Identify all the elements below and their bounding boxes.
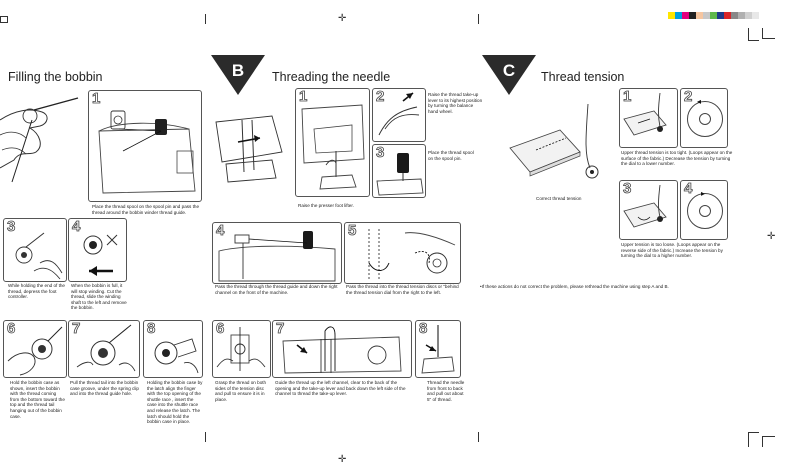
color-swatch [675, 12, 682, 19]
step-b5-caption: Pass the thread into the thread tension … [346, 284, 459, 295]
step-b7-caption: Guide the thread up the left channel, cl… [275, 380, 406, 397]
step-b1-panel: 1 [295, 88, 370, 197]
color-swatch [703, 12, 710, 19]
crosshair-icon: ✛ [338, 13, 347, 24]
step-c1-panel: 1 [619, 88, 678, 148]
step-b7-panel: 7 [272, 320, 412, 378]
step-b8-caption: Thread the needle from front to back and… [427, 380, 465, 402]
step-a4-panel: 4 [68, 218, 127, 282]
color-swatch [668, 12, 675, 19]
color-swatch [710, 12, 717, 19]
hand-illustration [0, 97, 79, 183]
step-a6-caption: Hold the bobbin case as shown, insert th… [10, 380, 65, 419]
step-a7-panel: 7 [68, 320, 140, 378]
crop-mark [478, 432, 479, 442]
color-calibration-bar [668, 12, 759, 20]
step-c4-panel: 4 ▸ [680, 180, 728, 240]
color-swatch [696, 12, 703, 19]
color-swatch [717, 12, 724, 19]
tension-dial-center [699, 113, 711, 125]
crop-mark [762, 28, 775, 39]
step-c2-caption: Upper thread tension is too tight. (Loop… [621, 150, 733, 167]
crosshair-icon: ✛ [767, 231, 776, 242]
step-a1-caption: Place the thread spool on the spool pin … [92, 204, 200, 215]
correct-tension-caption: Correct thread tension [536, 196, 582, 201]
step-b4-caption: Pass the thread through the thread guide… [215, 284, 338, 295]
step-b5-panel: 5 [344, 222, 461, 284]
tension-note: •If these actions do not correct the pro… [480, 284, 669, 289]
step-a3-panel: 3 [3, 218, 67, 282]
step-a1-panel: 1 [88, 90, 202, 202]
step-c2-panel: 2 ◂ [680, 88, 728, 148]
step-b6-panel: 6 [212, 320, 271, 378]
step-a7-caption: Pull the thread tail into the bobbin cas… [70, 380, 139, 397]
crop-mark [748, 432, 759, 447]
step-a6-panel: 6 [3, 320, 67, 378]
color-swatch [689, 12, 696, 19]
step-a8-panel: 8 [143, 320, 203, 378]
step-c4-caption: Upper tension is too loose. (Loops appea… [621, 242, 723, 259]
crop-mark [478, 14, 479, 24]
crop-mark [205, 14, 206, 24]
color-swatch [738, 12, 745, 19]
crop-mark [762, 436, 775, 447]
step-b8-panel: 8 [415, 320, 461, 378]
crop-mark [0, 16, 8, 23]
correct-tension-illustration [509, 103, 599, 179]
color-swatch [682, 12, 689, 19]
step-b1-caption: Raise the presser foot lifter. [298, 203, 354, 208]
section-title-filling: Filling the bobbin [8, 70, 103, 84]
color-swatch [745, 12, 752, 19]
tension-dial-center [699, 205, 711, 217]
step-b4-panel: 4 [212, 222, 342, 284]
section-title-threading: Threading the needle [272, 70, 391, 84]
color-swatch [731, 12, 738, 19]
step-b6-caption: Grasp the thread on both sides of the te… [215, 380, 267, 402]
arrow-left-icon: ◂ [697, 97, 702, 106]
color-swatch [752, 12, 759, 19]
step-b3-caption: Place the thread spool on the spool pin. [428, 150, 474, 161]
step-a4-caption: When the bobbin is full, it will stop wi… [71, 283, 127, 311]
machine-head-illustration [215, 115, 283, 183]
arrow-right-icon: ▸ [701, 189, 706, 198]
crop-mark [205, 432, 206, 442]
color-swatch [724, 12, 731, 19]
step-a8-caption: Holding the bobbin case by the latch ali… [147, 380, 203, 425]
crosshair-icon: ✛ [338, 454, 347, 465]
step-a3-caption: While holding the end of the thread, dep… [8, 283, 65, 300]
section-badge-b: B [211, 55, 265, 95]
step-b2-panel: 2 [372, 88, 426, 142]
crop-mark [748, 28, 759, 41]
step-c3-panel: 3 [619, 180, 678, 240]
step-b3-panel: 3 [372, 144, 426, 198]
step-b2-caption: Raise the thread take-up lever to its hi… [428, 92, 483, 114]
tension-dial [687, 193, 723, 229]
tension-dial [687, 101, 723, 137]
section-title-tension: Thread tension [541, 70, 625, 84]
section-badge-c: C [482, 55, 536, 95]
